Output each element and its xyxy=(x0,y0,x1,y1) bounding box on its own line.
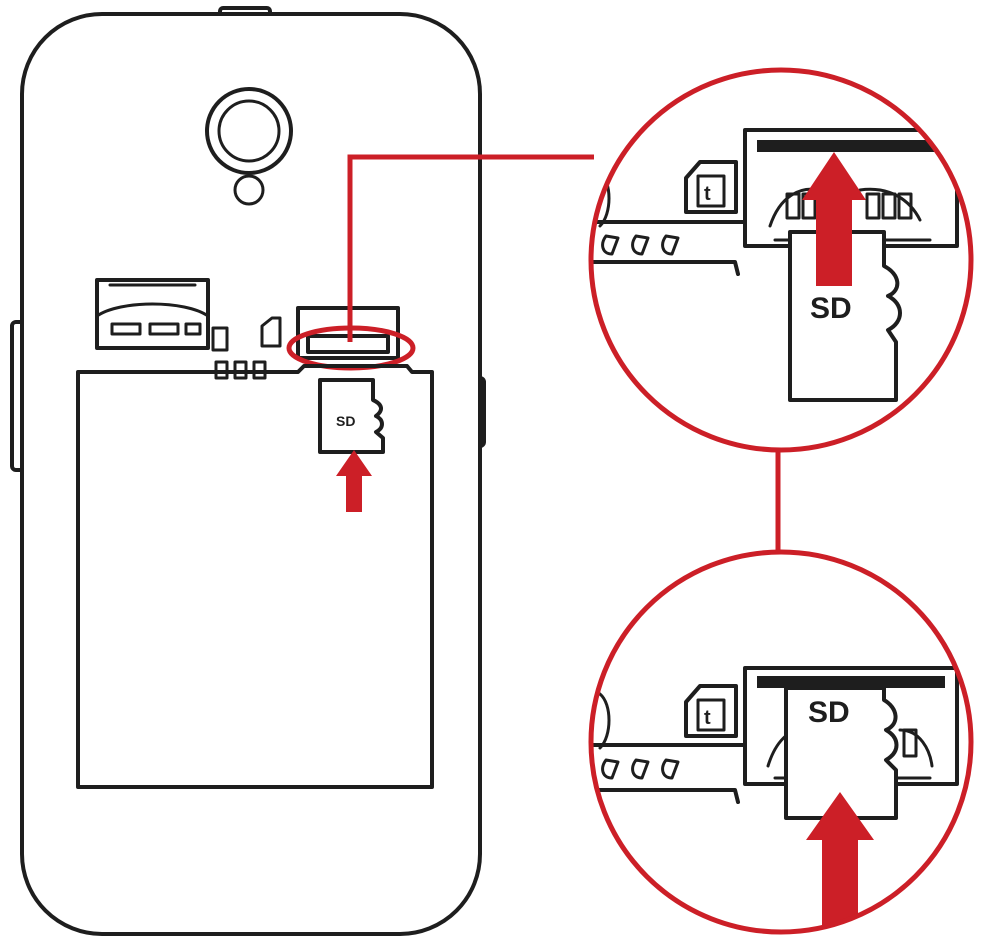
sim-chip-glyph-bottom: t xyxy=(704,707,711,729)
contact-pads-zoom xyxy=(601,234,680,256)
zoom-circle-after: t SD xyxy=(588,549,974,935)
sim-chip-icon: t xyxy=(684,160,738,214)
battery-compartment xyxy=(76,364,434,789)
sd-card-zoom-bottom-label: SD xyxy=(808,696,850,729)
insert-arrow-bottom xyxy=(806,792,874,932)
camera-icon xyxy=(205,87,293,175)
sd-card-zoom-top-label: SD xyxy=(810,292,852,325)
insert-arrow-phone xyxy=(336,450,372,512)
sd-card-phone-label: SD xyxy=(336,413,355,429)
sd-card-phone: SD xyxy=(318,378,385,454)
sim-chip-glyph: t xyxy=(704,183,711,205)
phone-back: SD xyxy=(10,6,486,936)
phone-body-outline xyxy=(20,12,482,936)
zoom-circle-before: t SD xyxy=(588,67,974,453)
sd-card-zoom-bottom: SD xyxy=(784,686,899,820)
contact-pads-zoom-bottom xyxy=(601,758,680,780)
sim-slot xyxy=(95,278,210,350)
slot-opening-bar xyxy=(757,140,945,152)
insert-arrow-top xyxy=(802,152,866,286)
flash-icon xyxy=(233,174,265,206)
sim-chip-icon-bottom: t xyxy=(684,684,738,738)
slot-opening-bar-bottom xyxy=(757,676,945,688)
connector-chip-1 xyxy=(211,326,229,352)
connector-chip-2 xyxy=(260,316,282,348)
